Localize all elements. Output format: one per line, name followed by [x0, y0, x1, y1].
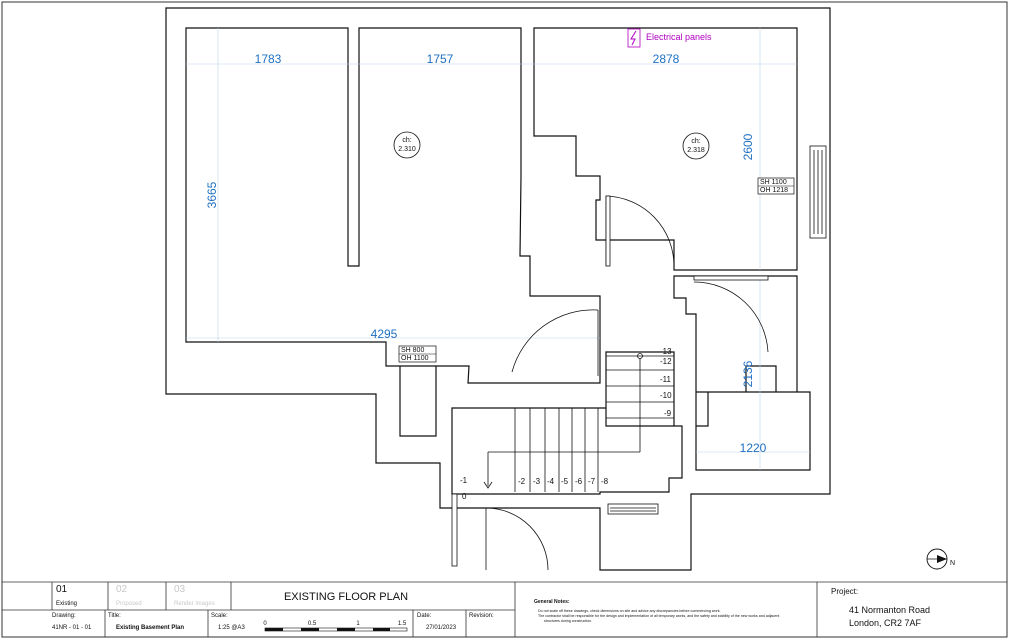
scale-tick: 0.5	[308, 621, 317, 627]
svg-text:2.318: 2.318	[687, 147, 705, 154]
svg-text:ch:: ch:	[691, 138, 700, 145]
project-address-line: London, CR2 7AF	[849, 618, 922, 628]
ceiling-height-marker: ch: 2.310	[393, 131, 421, 159]
stair-level-labels: -1 0 -2 -3 -4 -5 -6 -7 -8 -13 -12 -11 -1…	[460, 347, 672, 501]
date-value: 27/01/2023	[426, 625, 457, 631]
step-label: -4	[547, 477, 555, 486]
step-label: -6	[575, 477, 583, 486]
tab-existing[interactable]: 01 Existing	[56, 584, 77, 607]
step-label: -13	[660, 347, 672, 356]
window-height-tag: SH 800 OH 1100	[398, 345, 437, 363]
svg-text:SH 800: SH 800	[401, 347, 424, 354]
room-details	[186, 28, 827, 571]
drawing-label: Drawing:	[52, 613, 76, 619]
dimension-label: 1220	[740, 441, 767, 455]
dimension-labels: 1783 1757 2878 3665 2600 4295 2136 1220	[205, 52, 767, 455]
step-label: -5	[561, 477, 569, 486]
svg-text:SH 1100: SH 1100	[760, 179, 787, 186]
staircase-lower	[483, 353, 643, 492]
dimension-label: 2878	[653, 52, 680, 66]
tab-proposed[interactable]: 02 Proposed	[116, 584, 142, 607]
scale-value: 1:25 @A3	[218, 625, 245, 631]
north-label: N	[950, 560, 955, 567]
north-arrow: N	[926, 548, 955, 570]
svg-text:03: 03	[174, 584, 186, 595]
general-notes-title: General Notes:	[534, 599, 570, 605]
svg-text:OH 1100: OH 1100	[401, 355, 429, 362]
step-label: -1	[460, 476, 468, 485]
step-label: -7	[588, 477, 596, 486]
step-label: -12	[660, 357, 672, 366]
scale-tick: 0	[263, 621, 267, 627]
svg-text:Proposed: Proposed	[116, 601, 142, 607]
dimension-label: 2136	[741, 360, 755, 387]
step-label: 0	[462, 492, 467, 501]
electrical-panels-label: Electrical panels	[646, 32, 712, 42]
tab-render-images[interactable]: 03 Render images	[174, 584, 215, 607]
date-label: Date:	[417, 613, 432, 619]
svg-text:Render images: Render images	[174, 601, 215, 607]
window-height-tag: SH 1100 OH 1218	[757, 177, 795, 195]
step-label: -9	[664, 409, 672, 418]
project-address-line: 41 Normanton Road	[849, 605, 930, 615]
scale-label: Scale:	[211, 613, 228, 619]
step-label: -8	[601, 477, 609, 486]
svg-text:OH 1218: OH 1218	[760, 187, 788, 194]
svg-text:02: 02	[116, 584, 128, 595]
ceiling-height-marker: ch: 2.318	[682, 132, 710, 160]
staircase-upper	[606, 355, 674, 419]
svg-text:2.310: 2.310	[398, 146, 416, 153]
title-block	[2, 581, 1007, 637]
project-label: Project:	[831, 587, 858, 596]
dimension-label: 2600	[741, 133, 755, 160]
general-notes-line: The contractor shall be responsible for …	[538, 614, 779, 618]
general-notes-line: structures during construction.	[544, 619, 592, 623]
step-label: -10	[660, 391, 672, 400]
step-label: -3	[533, 477, 541, 486]
drawing-number: 41NR - 01 - 01	[52, 625, 92, 631]
revision-label: Revision:	[469, 613, 494, 619]
basement-walls	[165, 7, 831, 571]
svg-text:01: 01	[56, 584, 68, 595]
general-notes-line: Do not scale off these drawings, check d…	[538, 609, 721, 613]
title-label: Title:	[108, 613, 121, 619]
drawing-tabs: 01 Existing 02 Proposed 03 Render images	[56, 584, 215, 607]
dimension-label: 1757	[427, 52, 454, 66]
svg-text:ch:: ch:	[402, 137, 411, 144]
scale-tick: 1	[356, 621, 360, 627]
step-label: -11	[660, 375, 672, 384]
main-title: EXISTING FLOOR PLAN	[284, 591, 408, 603]
step-label: -2	[518, 477, 526, 486]
dimension-label: 1783	[255, 52, 282, 66]
electrical-panel-icon	[627, 28, 641, 48]
dimension-label: 4295	[371, 327, 398, 341]
scale-bar: 0 0.5 1 1.5	[263, 621, 408, 632]
scale-tick: 1.5	[398, 621, 407, 627]
dimension-label: 3665	[205, 181, 219, 208]
title-value: Existing Basement Plan	[116, 625, 184, 631]
svg-text:Existing: Existing	[56, 601, 77, 607]
